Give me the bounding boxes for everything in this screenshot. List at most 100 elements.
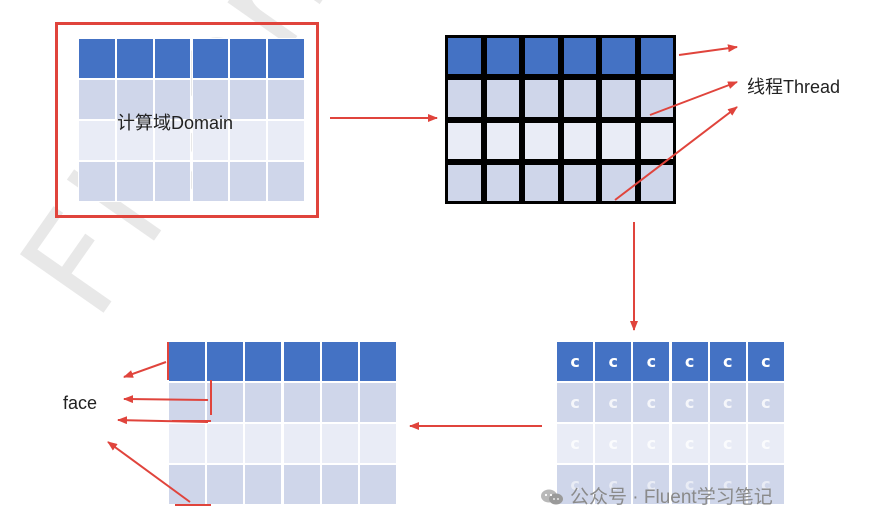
header-cell (282, 341, 321, 382)
grid-cell (560, 119, 599, 162)
header-cell (746, 341, 785, 382)
grid-cell (191, 79, 230, 120)
grid-cell (708, 423, 747, 464)
cell-glyph: c (761, 351, 771, 371)
cell-glyph: c (761, 392, 771, 412)
grid-cell (115, 161, 154, 202)
grid-cell (244, 464, 283, 505)
grid-cell (599, 77, 638, 120)
header-cell (78, 38, 116, 79)
grid-cell (445, 119, 484, 162)
grid-cell (115, 79, 154, 120)
header-cell (560, 35, 599, 78)
grid-cell (708, 464, 747, 505)
grid-cell (153, 79, 192, 120)
domain-highlight-box (55, 22, 319, 218)
header-cell (320, 341, 359, 382)
header-cell (358, 341, 397, 382)
cell-glyph: c (608, 392, 618, 412)
grid-cell (708, 382, 747, 423)
header-cell (153, 38, 192, 79)
cell-glyph: c (646, 433, 657, 453)
footer-text: 公众号 · Fluent学习笔记 (570, 487, 773, 508)
header-cell (115, 38, 154, 79)
grid-cell (244, 382, 283, 423)
grid-cell (556, 423, 595, 464)
arrow-face-3 (117, 416, 209, 425)
grid-cell (78, 161, 116, 202)
grid-cell (78, 79, 116, 120)
grid-cell (229, 79, 268, 120)
grid-cell (320, 423, 359, 464)
wechat-icon (540, 488, 564, 506)
grid-cell (282, 382, 321, 423)
cell-glyph: c (723, 351, 733, 371)
cell-glyph: c (684, 392, 695, 412)
header-cell (522, 35, 561, 78)
grid-cell (282, 423, 321, 464)
grid-cell (670, 464, 709, 505)
header-cell (599, 35, 638, 78)
cell-glyph: c (646, 392, 657, 412)
grid-cell (320, 464, 359, 505)
domain-label: 计算域Domain (117, 113, 234, 133)
cell-glyph: c (570, 433, 580, 453)
header-cell (206, 341, 245, 382)
grid-cell (522, 77, 561, 120)
grid-cell (594, 382, 633, 423)
grid-cell (746, 464, 785, 505)
arrow-face-1 (123, 361, 167, 378)
grid-cell (746, 423, 785, 464)
grid-cell (153, 161, 192, 202)
grid-cell (483, 161, 522, 204)
grid-cell (483, 119, 522, 162)
grid-cell (599, 119, 638, 162)
header-cell (191, 38, 230, 79)
cell-glyph: c (646, 351, 657, 371)
grid-cell (282, 464, 321, 505)
face-table (168, 341, 397, 505)
arrow-thread-1 (678, 44, 738, 56)
header-cell (632, 341, 671, 382)
thread-label: 线程Thread (747, 77, 841, 97)
grid-cell (168, 423, 207, 464)
grid-cell (267, 120, 305, 161)
grid-cell (320, 382, 359, 423)
grid-cell (632, 423, 671, 464)
grid-cell (191, 120, 230, 161)
arrow-face-4 (107, 441, 191, 503)
grid-cell (556, 382, 595, 423)
grid-cell (560, 161, 599, 204)
header-cell (445, 35, 484, 78)
header-cell (244, 341, 283, 382)
cell-glyph: c (684, 433, 695, 453)
grid-cell (206, 464, 245, 505)
grid-cell (358, 464, 397, 505)
grid-cell (267, 161, 305, 202)
grid-cell (115, 120, 154, 161)
cell-glyph: c (723, 474, 733, 494)
grid-cell (267, 79, 305, 120)
cell-glyph: c (646, 474, 657, 494)
cell-glyph: c (570, 392, 580, 412)
header-cell (229, 38, 268, 79)
grid-cell (594, 423, 633, 464)
cell-glyph: c (570, 351, 580, 371)
grid-cell (746, 382, 785, 423)
cell-glyph: c (570, 474, 580, 494)
grid-cell (445, 77, 484, 120)
grid-cell (168, 464, 207, 505)
cell-glyph: c (684, 351, 695, 371)
grid-cell (244, 423, 283, 464)
grid-cell (483, 77, 522, 120)
header-cell (708, 341, 747, 382)
grid-cell (637, 119, 676, 162)
header-cell (168, 341, 207, 382)
cell-glyph: c (608, 474, 618, 494)
grid-cell (358, 423, 397, 464)
arrow-thread-3 (614, 106, 738, 201)
grid-cell (445, 161, 484, 204)
domain-table (78, 38, 305, 202)
